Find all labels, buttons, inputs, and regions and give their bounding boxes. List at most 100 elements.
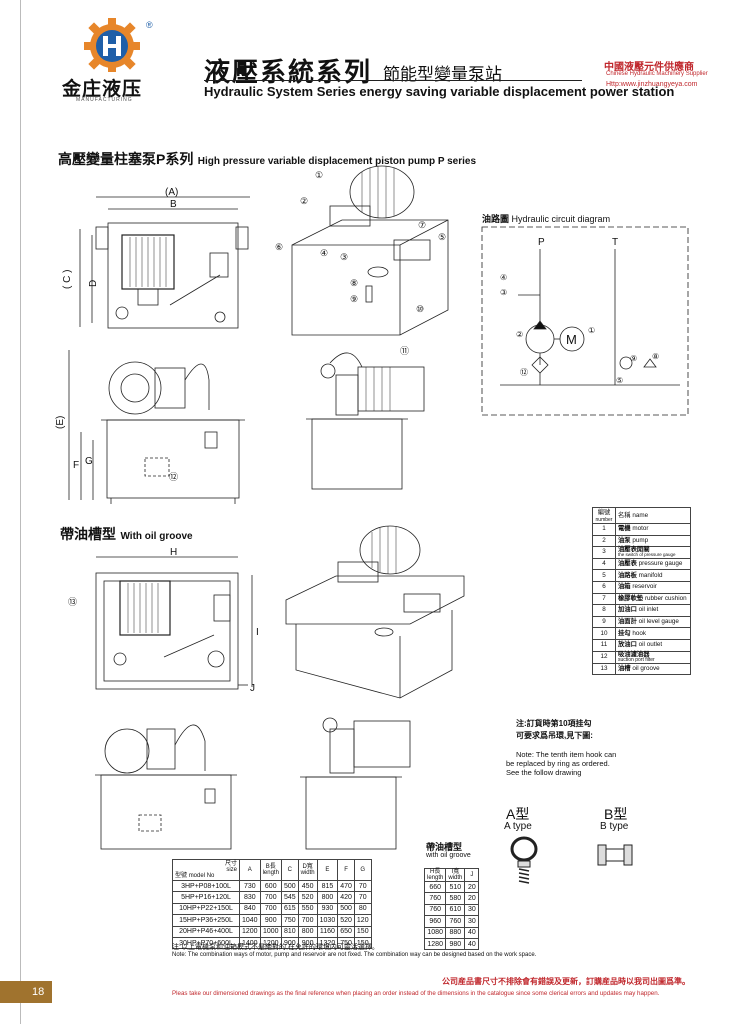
parts-header-no-cn: 編號: [597, 509, 611, 516]
type-a-label-en: A type: [504, 821, 532, 832]
plan-view-drawing: (A) B ( C ) D: [62, 187, 250, 329]
dim-h-label: H: [170, 547, 177, 558]
oil-table-title-en: with oil groove: [426, 852, 471, 859]
hook-note-cn2: 可要求爲吊環,見下圖:: [516, 731, 593, 740]
spec-corner-cell: 尺寸 size 型號 model No: [172, 859, 240, 881]
parts-header-name: 名稱 name: [615, 507, 691, 524]
circuit-callout-4: ④: [500, 273, 507, 282]
dim-c-label: ( C ): [62, 270, 73, 289]
page-margin-rule: [20, 0, 21, 1024]
callout-11: ⑪: [400, 346, 409, 356]
footer-en: Pleas take our dimensioned drawings as t…: [172, 990, 660, 997]
spec-col-e: E: [316, 859, 339, 881]
company-logo: ®: [70, 14, 160, 104]
hook-note-en3: See the follow drawing: [506, 768, 582, 777]
front-elevation-drawing: (E) F G ⑫: [55, 350, 245, 504]
spec-col-a: A: [239, 859, 261, 881]
note-en: Note: The combination ways of motor, pum…: [172, 952, 537, 958]
callout-8: ⑧: [350, 278, 358, 288]
spec-col-c: C: [280, 859, 299, 881]
page-title-cn: 液壓系統系列: [204, 57, 373, 87]
page-number: 18: [0, 981, 52, 1003]
section2-title-cn: 帶油槽型: [60, 526, 116, 542]
circuit-heading: 油路圖 Hydraulic circuit diagram: [482, 212, 610, 225]
callout-9: ⑨: [350, 294, 358, 304]
circuit-callout-1: ①: [588, 326, 595, 335]
isometric-drawing: ① ② ③ ④ ⑤ ⑥ ⑦ ⑧ ⑨ ⑩ ⑪: [275, 165, 449, 356]
side-elevation-drawing: [306, 352, 425, 490]
oil-groove-front-drawing: [95, 724, 237, 850]
note-cn: 注:以上電機泵和油箱模式不是絶對的,在允許的環境内可靈活選擇。: [172, 944, 379, 951]
title-rule: [204, 80, 582, 81]
footer-cn: 公司産品書尺寸不排除會有錯誤及更新，訂購産品時以我司出圖爲準。: [442, 977, 690, 986]
dim-e-label: (E): [55, 416, 66, 429]
callout-12: ⑫: [169, 472, 178, 482]
section2-heading: 帶油槽型 With oil groove: [60, 524, 193, 544]
circuit-callout-3: ③: [500, 288, 507, 297]
section1-title-en: High pressure variable displacement pist…: [197, 156, 477, 167]
motor-symbol: M: [566, 332, 577, 347]
oil-groove-isometric-drawing: [285, 525, 465, 699]
section2-title-en: With oil groove: [120, 531, 193, 542]
supplier-en: Chinese Hydraulic Machinery Supplier: [606, 71, 708, 77]
page-subtitle-cn: 節能型變量泵站: [383, 65, 502, 84]
page-title-en: Hydraulic System Series energy saving va…: [204, 84, 675, 99]
dim-f-label: F: [73, 460, 79, 471]
oil-groove-plan-drawing: H I J ⑬: [68, 547, 259, 694]
circuit-callout-2: ②: [516, 330, 523, 339]
circuit-callout-5: ⑤: [616, 376, 623, 385]
circuit-title-en: Hydraulic circuit diagram: [511, 214, 611, 224]
dim-g-label: G: [85, 456, 93, 467]
circuit-callout-12: ⑫: [520, 368, 528, 377]
type-b-label-cn: B型: [604, 806, 628, 822]
port-p-label: P: [538, 237, 545, 248]
eye-bolt-icon: [510, 836, 538, 884]
hydraulic-circuit-diagram: P T M ④ ③ ② ① ⑫ ⑨ ⑧ ⑤: [481, 226, 689, 416]
dim-j-label: J: [250, 683, 255, 694]
hook-note-en2: be replaced by ring as ordered.: [506, 759, 610, 768]
section1-title-cn: 高壓變量柱塞泵P系列: [58, 151, 194, 167]
supplier-cn: 中國液壓元件供應商: [604, 62, 694, 73]
oil-col-j: J: [464, 868, 480, 882]
type-a-label-cn: A型: [506, 806, 530, 822]
spec-col-g: G: [353, 859, 372, 881]
callout-10: ⑩: [416, 304, 424, 314]
parts-header-no-en: number: [595, 517, 613, 523]
dim-d-label: D: [88, 280, 99, 287]
hook-note-cn1: 注:訂貨時第10項挂勾: [516, 719, 592, 728]
callout-13: ⑬: [68, 597, 77, 607]
brand-sub: MANUFACTURING: [76, 97, 133, 103]
type-b-label-en: B type: [600, 821, 629, 832]
callout-5: ⑤: [438, 232, 446, 242]
oil-table-title-cn: 帶油槽型: [426, 842, 463, 852]
